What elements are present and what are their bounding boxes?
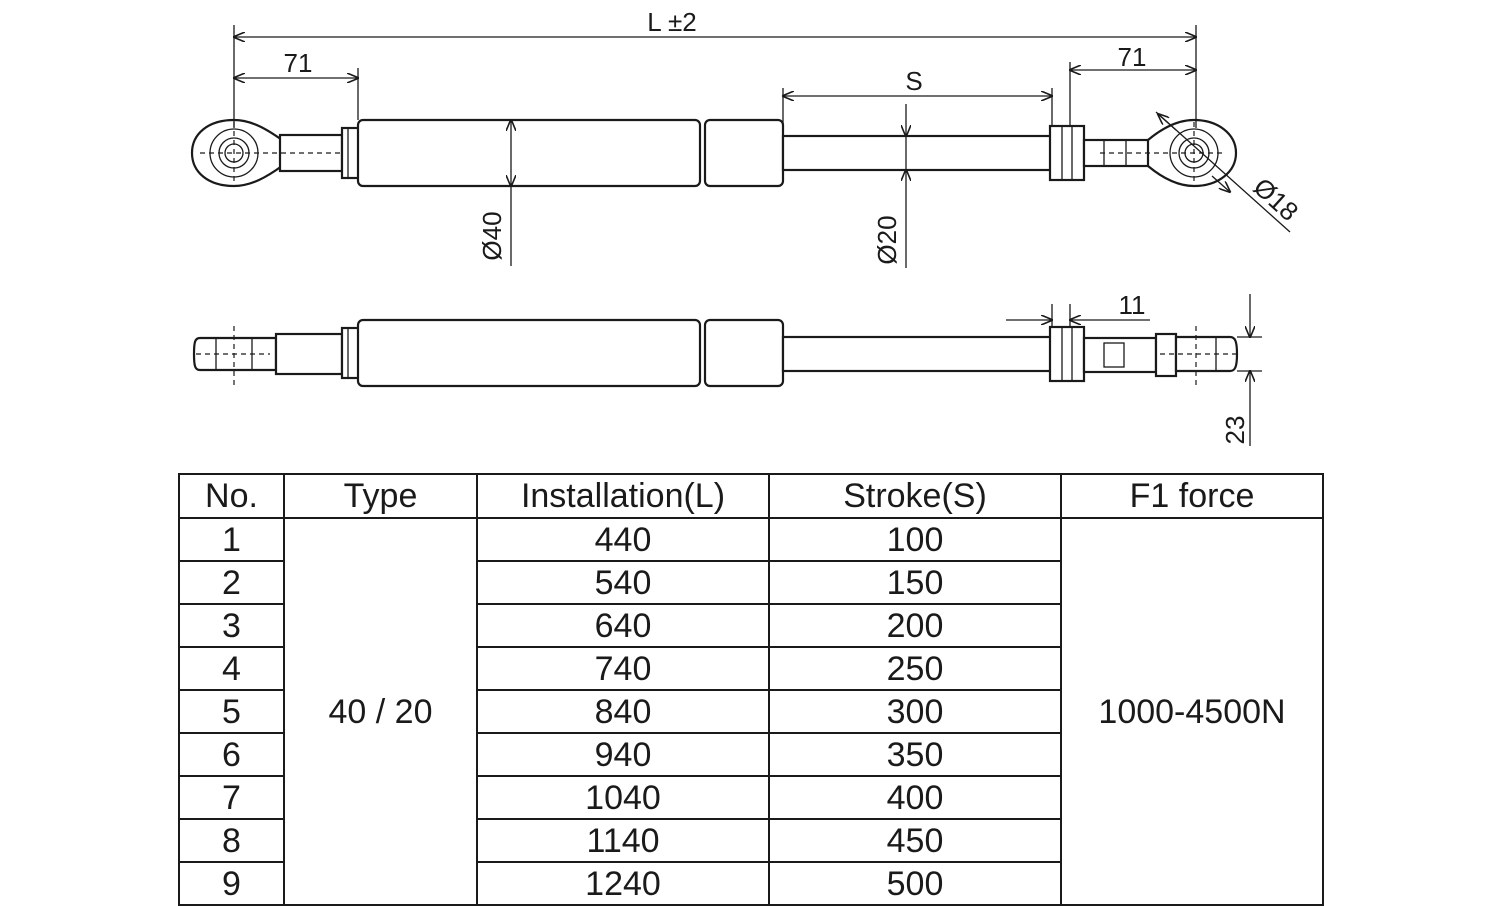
installation-cell: 740 — [476, 646, 770, 691]
stroke-cell: 450 — [768, 818, 1062, 863]
header-installation: Installation(L) — [476, 473, 770, 519]
installation-cell: 840 — [476, 689, 770, 734]
stroke-cell: 150 — [768, 560, 1062, 605]
installation-cell: 640 — [476, 603, 770, 648]
row-no: 1 — [178, 517, 285, 562]
side-cylinder-tube — [356, 318, 702, 388]
side-cylinder-end-cap — [703, 318, 785, 388]
row-no: 4 — [178, 646, 285, 691]
installation-cell: 1140 — [476, 818, 770, 863]
table-row: 4 740 250 — [178, 646, 1323, 691]
header-no: No. — [178, 473, 285, 519]
installation-cell: 440 — [476, 517, 770, 562]
stroke-label: S — [905, 66, 922, 96]
row-no: 7 — [178, 775, 285, 820]
table-row: 8 1140 450 — [178, 818, 1323, 863]
table-row: 5 840 300 — [178, 689, 1323, 734]
overall-length-label: L ±2 — [647, 7, 696, 37]
eye-diameter-label: Ø18 — [1248, 172, 1305, 227]
locknut-width-label: 11 — [1119, 290, 1146, 320]
row-no: 8 — [178, 818, 285, 863]
stroke-cell: 250 — [768, 646, 1062, 691]
side-piston-rod — [781, 335, 1055, 373]
header-type: Type — [283, 473, 478, 519]
table-row: 1 40 / 20 440 100 1000-4500N — [178, 517, 1324, 906]
table-row: 3 640 200 — [178, 603, 1323, 648]
lock-nut — [1048, 124, 1086, 182]
table-row: 7 1040 400 — [178, 775, 1323, 820]
stroke-cell: 300 — [768, 689, 1062, 734]
type-cell: 40 / 20 — [283, 517, 478, 906]
installation-cell: 940 — [476, 732, 770, 777]
force-cell: 1000-4500N — [1060, 517, 1324, 906]
piston-rod — [781, 134, 1055, 172]
header-stroke: Stroke(S) — [768, 473, 1062, 519]
left-eye-offset-label: 71 — [284, 48, 313, 78]
stroke-cell: 100 — [768, 517, 1062, 562]
rod-diameter-label: Ø20 — [872, 215, 902, 264]
top-view: L ±2 71 71 S Ø40 Ø20 Ø18 — [190, 7, 1305, 268]
stroke-cell: 500 — [768, 861, 1062, 906]
row-no: 2 — [178, 560, 285, 605]
row-no: 5 — [178, 689, 285, 734]
header-force: F1 force — [1060, 473, 1324, 519]
table-row: 2 540 150 — [178, 560, 1323, 605]
gas-spring-drawing: L ±2 71 71 S Ø40 Ø20 Ø18 — [190, 7, 1305, 446]
stroke-cell: 350 — [768, 732, 1062, 777]
cylinder-end-cap — [703, 118, 785, 188]
cylinder-tube — [356, 118, 702, 188]
row-no: 9 — [178, 861, 285, 906]
spec-table: No. Type Installation(L) Stroke(S) F1 fo… — [178, 473, 1324, 906]
installation-cell: 1040 — [476, 775, 770, 820]
stroke-cell: 400 — [768, 775, 1062, 820]
row-no: 6 — [178, 732, 285, 777]
cylinder-diameter-label: Ø40 — [477, 211, 507, 260]
installation-cell: 540 — [476, 560, 770, 605]
right-eye-offset-label: 71 — [1118, 42, 1147, 72]
eye-thickness-label: 23 — [1220, 416, 1250, 445]
table-row: 9 1240 500 — [178, 861, 1323, 906]
side-view: 11 23 — [192, 290, 1262, 446]
stroke-cell: 200 — [768, 603, 1062, 648]
row-no: 3 — [178, 603, 285, 648]
installation-cell: 1240 — [476, 861, 770, 906]
table-row: 6 940 350 — [178, 732, 1323, 777]
table-header-row: No. Type Installation(L) Stroke(S) F1 fo… — [178, 473, 1324, 519]
